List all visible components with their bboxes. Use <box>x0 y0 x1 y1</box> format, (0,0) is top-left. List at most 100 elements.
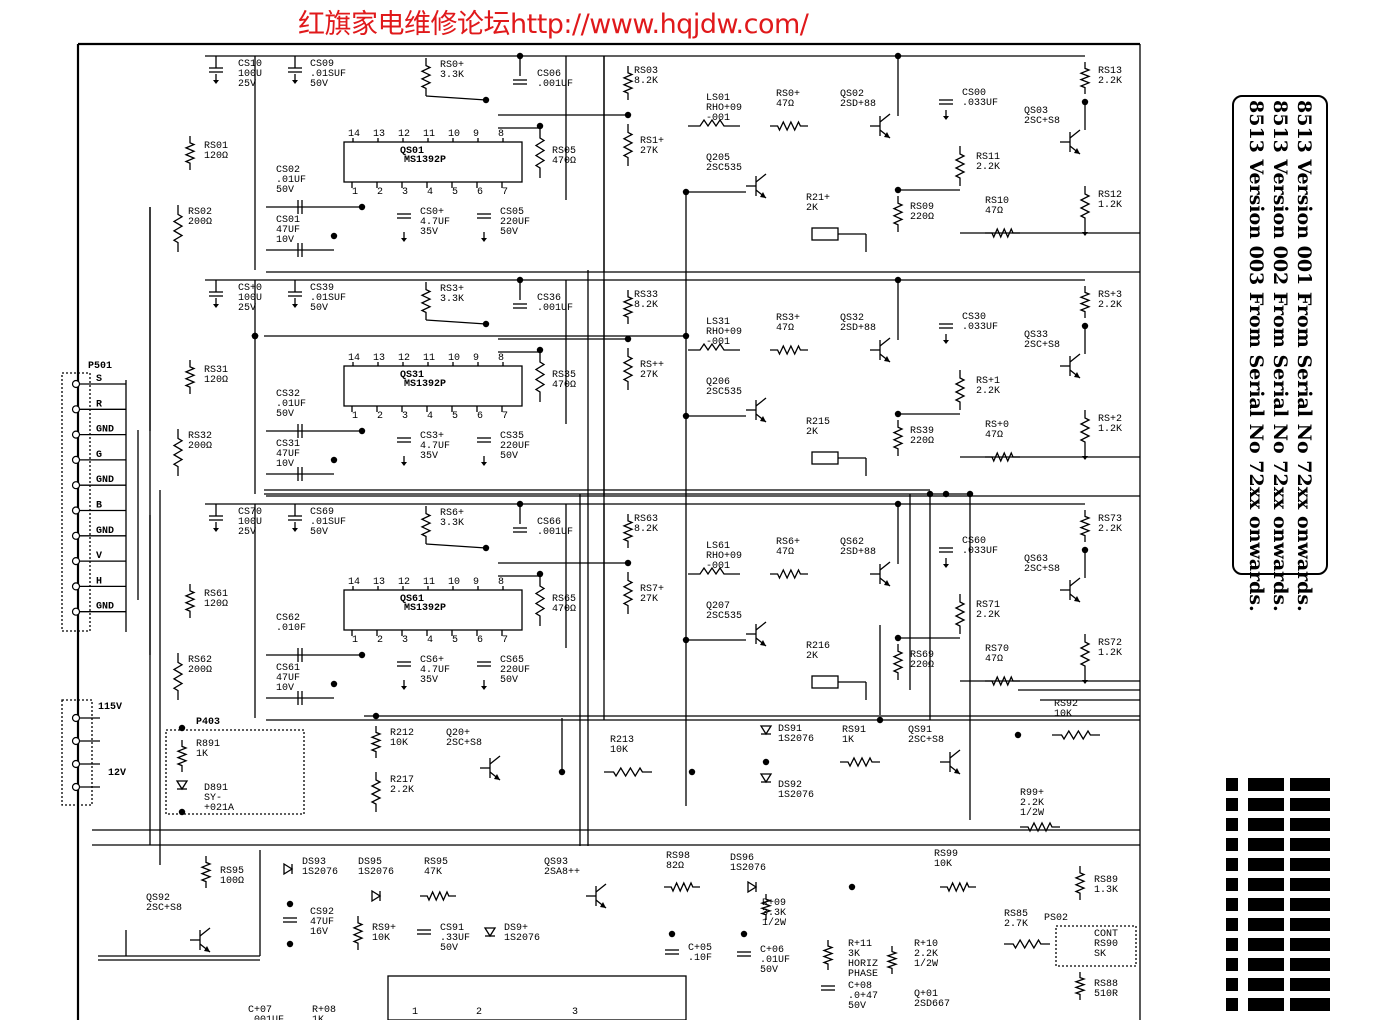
ground-symbol <box>213 528 219 532</box>
capacitor-label: C+07 <box>248 1005 272 1016</box>
junction-dot <box>516 52 524 60</box>
transistor-label: Q207 <box>706 601 730 612</box>
ic-pin-top: 9 <box>473 577 479 588</box>
resistor-label: RS+2 <box>1098 414 1122 425</box>
ibm-logo-stripe <box>1226 918 1238 931</box>
resistor-label: RS35 <box>552 370 576 381</box>
transistor-label: 2SD+88 <box>840 323 876 334</box>
resistor-label: RS95 <box>220 866 244 877</box>
resistor-label: RS6+ <box>776 537 800 548</box>
resistor-symbol <box>886 946 898 974</box>
resistor-symbol <box>420 282 432 320</box>
transistor-label: QS33 <box>1024 330 1048 341</box>
resistor-label: RS63 <box>634 514 658 525</box>
resistor-label: RS03 <box>634 66 658 77</box>
ic-pin-bottom: 3 <box>402 635 408 646</box>
transistor-label: Q20+ <box>446 728 470 739</box>
trimmer-body <box>811 227 839 241</box>
diode-symbol <box>175 780 189 791</box>
resistor-label: RS+3 <box>1098 290 1122 301</box>
resistor-label: 1.2K <box>1098 424 1122 435</box>
resistor-label: R+11 <box>848 939 872 950</box>
capacitor-label: 100U <box>238 69 262 80</box>
connector-pin <box>71 782 81 792</box>
ic-pin-bottom: 6 <box>477 187 483 198</box>
junction-dot <box>894 276 902 284</box>
resistor-label: RS95 <box>424 857 448 868</box>
resistor-label: 510R <box>1094 989 1118 1000</box>
resistor-label: 1K <box>842 735 854 746</box>
ic-pin-bottom: 6 <box>477 635 483 646</box>
resistor-symbol <box>1079 62 1091 94</box>
resistor-symbol <box>1079 634 1091 674</box>
ibm-logo-stripe <box>1290 898 1330 911</box>
capacitor-label: CS66 <box>537 517 561 528</box>
capacitor-label: .01SUF <box>310 517 346 528</box>
connector-pin <box>71 405 81 414</box>
resistor-label: 27K <box>640 370 658 381</box>
resistor-symbol <box>172 429 184 476</box>
resistor-symbol <box>1079 186 1091 226</box>
ic-part: MS1392P <box>404 155 446 166</box>
diode-symbol <box>759 725 773 736</box>
ground-symbol <box>1082 680 1088 684</box>
resistor-symbol <box>534 576 546 626</box>
resistor-symbol <box>1020 821 1060 833</box>
transistor-label: Q206 <box>706 377 730 388</box>
junction-dot <box>536 122 544 130</box>
connector-pin <box>71 556 81 566</box>
resistor-label: RS72 <box>1098 638 1122 649</box>
capacitor-label: .33UF <box>440 933 470 944</box>
connector-p502-label: PS02 <box>1044 913 1068 924</box>
resistor-symbol <box>184 584 196 618</box>
capacitor-label: 50V <box>500 451 518 462</box>
diode-label: 1S2076 <box>504 933 540 944</box>
ibm-logo-stripe <box>1248 918 1284 931</box>
resistor-symbol <box>534 352 546 402</box>
resistor-label: RS05 <box>552 146 576 157</box>
junction-dot <box>330 680 338 688</box>
resistor-label: RS99 <box>934 849 958 860</box>
resistor-label: RS3+ <box>440 284 464 295</box>
capacitor-label: C+06 <box>760 945 784 956</box>
capacitor-label: .01UF <box>760 955 790 966</box>
capacitor-label: CS02 <box>276 165 300 176</box>
resistor-label: RS12 <box>1098 190 1122 201</box>
ground-symbol <box>1082 456 1088 460</box>
ground-symbol <box>401 686 407 690</box>
capacitor-label: CS65 <box>500 655 524 666</box>
resistor-label: PHASE <box>848 969 878 980</box>
resistor-symbol <box>200 856 212 888</box>
resistor-label: 2.2K <box>390 785 414 796</box>
connector-pin-label: B <box>96 501 102 512</box>
resistor-label: RS65 <box>552 594 576 605</box>
capacitor-label: CS69 <box>310 507 334 518</box>
ic-pin-top: 10 <box>448 129 460 140</box>
inductor-label: RHO+09 <box>706 551 742 562</box>
diode-symbol <box>747 880 758 894</box>
ic-pin-bottom: 1 <box>352 635 358 646</box>
resistor-label: 1/2W <box>762 917 786 929</box>
transistor-symbol <box>760 192 766 198</box>
resistor-label: 2.2K <box>976 610 1000 621</box>
ground-symbol <box>213 304 219 308</box>
capacitor-label: CS39 <box>310 283 334 294</box>
resistor-label: 82Ω <box>666 861 684 872</box>
junction-dot <box>358 427 366 435</box>
resistor-symbol <box>892 644 904 680</box>
capacitor-label: 4.7UF <box>420 217 450 228</box>
resistor-symbol <box>1052 729 1100 741</box>
resistor-label: 2.2K <box>1098 76 1122 87</box>
transistor-label: QS92 <box>146 893 170 904</box>
ic-name: QS31 <box>400 370 424 381</box>
transistor-symbol <box>1074 148 1080 154</box>
resistor-symbol <box>172 653 184 700</box>
capacitor-label: C+08 <box>848 981 872 992</box>
transistor-symbol <box>884 132 890 138</box>
connector-pin-label: GND <box>96 602 114 613</box>
drive-label: DRIVE <box>188 0 218 4</box>
resistor-symbol <box>184 360 196 394</box>
transistor-label: Q205 <box>706 153 730 164</box>
capacitor-label: .01UF <box>276 399 306 410</box>
connector-pin <box>71 713 81 723</box>
